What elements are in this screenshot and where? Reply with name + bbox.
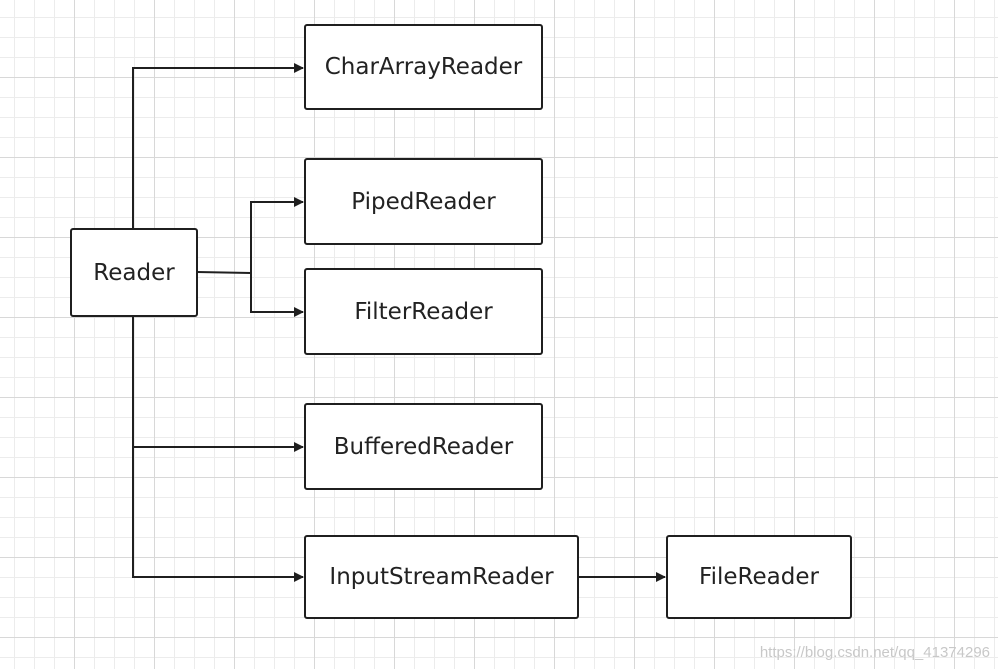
edge-reader-filterreader [250,273,304,317]
node-chararrayreader[interactable]: CharArrayReader [304,24,543,110]
node-reader[interactable]: Reader [70,228,198,317]
edge-reader-bufferedreader [132,316,304,452]
node-inputstreamreader[interactable]: InputStreamReader [304,535,579,619]
node-filterreader[interactable]: FilterReader [304,268,543,355]
edge-reader-inputstreamreader [132,447,304,582]
node-filereader[interactable]: FileReader [666,535,852,619]
watermark: https://blog.csdn.net/qq_41374296 [759,644,990,661]
edge-reader-chararrayreader [132,63,304,229]
edge-reader-split [196,271,252,274]
node-bufferedreader[interactable]: BufferedReader [304,403,543,490]
node-pipedreader[interactable]: PipedReader [304,158,543,245]
edge-reader-pipedreader [250,197,304,273]
